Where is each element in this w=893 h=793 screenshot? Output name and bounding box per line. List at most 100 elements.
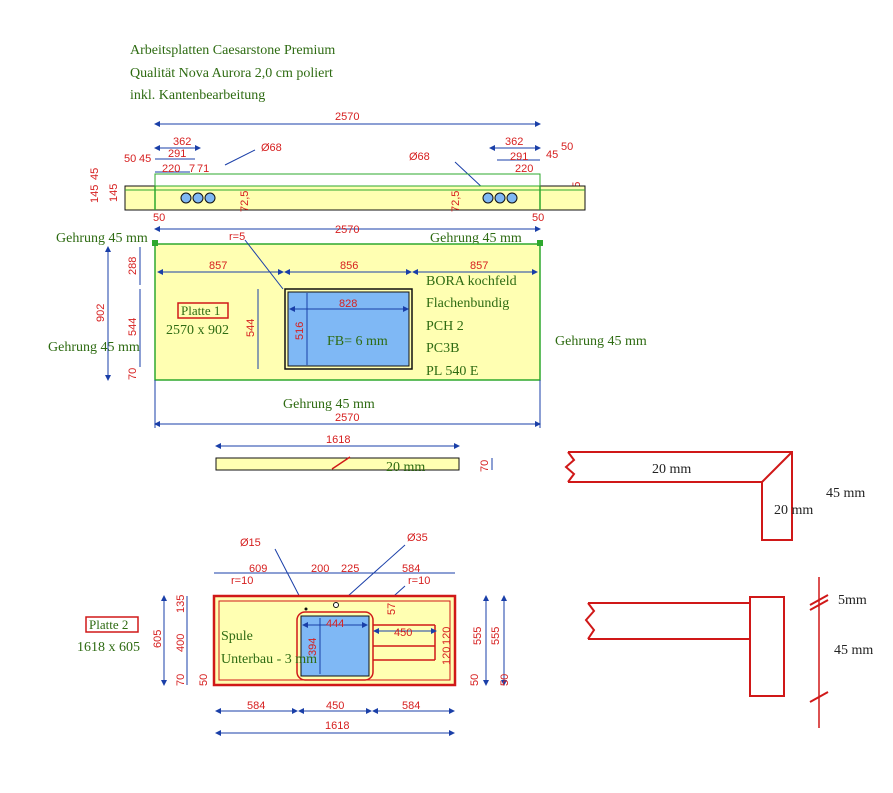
strip-dim-bottom50-left: 50 — [153, 212, 165, 224]
profile2-label-45: 45 mm — [834, 643, 873, 658]
p1-dim-288: 288 — [127, 257, 139, 275]
gehrung-bottom: Gehrung 45 mm — [283, 397, 375, 412]
strip-dim-l71: 71 — [197, 163, 209, 175]
spule-label: Spule — [221, 629, 253, 644]
p1-fb: FB= 6 mm — [327, 334, 388, 349]
strip-dim-bottom50-right: 50 — [532, 212, 544, 224]
platte-1-label: Platte 1 — [181, 303, 220, 318]
profile2-label-5: 5mm — [838, 593, 867, 608]
platte-2-label-box — [85, 616, 139, 633]
hole-right-3 — [506, 192, 518, 204]
platte-2-label: Platte 2 — [89, 617, 128, 632]
p1-dim-70: 70 — [127, 368, 139, 380]
p2-dim-t584: 584 — [402, 563, 420, 575]
bora-line-1: BORA kochfeld — [426, 274, 517, 289]
strip-dim-l291: 291 — [168, 148, 186, 160]
header-line-1: Arbeitsplatten Caesarstone Premium — [130, 43, 335, 58]
strip-dim-l7: 7 — [189, 163, 195, 175]
p2-dim-l400: 400 — [175, 634, 187, 652]
p2-dim-b584b: 584 — [402, 700, 420, 712]
blende-drawing: 1618 20 mm 70 — [215, 434, 493, 475]
strip-dim-l50: 50 — [124, 153, 136, 165]
profile1-side-label: 20 mm — [774, 503, 813, 518]
p2-dim-b1618: 1618 — [325, 720, 349, 732]
header-line-2: Qualität Nova Aurora 2,0 cm poliert — [130, 66, 333, 81]
p2-dim-r555b: 555 — [490, 627, 502, 645]
p2-dim-l50: 50 — [198, 674, 210, 686]
profile-2-drawing: 5mm 45 mm — [584, 577, 873, 728]
unterbau-label: Unterbau - 3 mm — [221, 652, 317, 667]
strip-dim-hole-left: Ø68 — [261, 142, 282, 154]
p2-dim-r50b: 50 — [499, 674, 511, 686]
strip-dim-left-45: 45 — [89, 168, 101, 180]
blende-end-dim: 70 — [479, 460, 491, 472]
strip-dim-l220: 220 — [162, 163, 180, 175]
p2-dim-r10b: r=10 — [408, 575, 430, 587]
hole-left-3 — [204, 192, 216, 204]
strip-dim-r291: 291 — [510, 151, 528, 163]
p2-dim-444: 444 — [326, 618, 344, 630]
p2-dim-120b: 120 — [441, 647, 453, 665]
p2-dim-t609: 609 — [249, 563, 267, 575]
hole-right-2 — [494, 192, 506, 204]
p2-dim-l135: 135 — [175, 595, 187, 613]
strip-dim-r220: 220 — [515, 163, 533, 175]
profile2-block — [749, 596, 785, 697]
header-line-3: inkl. Kantenbearbeitung — [130, 88, 265, 103]
strip-dim-l45: 45 — [139, 153, 151, 165]
p1-dim-544a: 544 — [127, 318, 139, 336]
blende-length: 1618 — [326, 434, 350, 446]
p2-dim-r50: 50 — [469, 674, 481, 686]
gehrung-left: Gehrung 45 mm — [48, 340, 140, 355]
p1-dim-516: 516 — [294, 322, 306, 340]
p2-dim-b584a: 584 — [247, 700, 265, 712]
p2-dim-d35: Ø35 — [407, 532, 428, 544]
strip-dim-r362: 362 — [505, 136, 523, 148]
p2-dim-l605: 605 — [152, 630, 164, 648]
strip-dim-bottom-total: 2570 — [335, 224, 359, 236]
p2-dim-394: 394 — [307, 638, 319, 656]
bora-line-3: PCH 2 — [426, 319, 464, 334]
p2-dim-r555a: 555 — [472, 627, 484, 645]
p1-dim-857b: 857 — [470, 260, 488, 272]
platte-1-label-box — [177, 302, 229, 319]
p1-dim-902: 902 — [95, 304, 107, 322]
p2-dim-d15: Ø15 — [240, 537, 261, 549]
platte-2-size: 1618 x 605 — [77, 640, 140, 655]
hole-left-2 — [192, 192, 204, 204]
p1-dim-857a: 857 — [209, 260, 227, 272]
bora-line-5: PL 540 E — [426, 364, 478, 379]
strip-view: 2570 362 291 50 45 220 7 71 Ø68 362 291 … — [89, 111, 586, 236]
profile1-top-label: 20 mm — [652, 462, 691, 477]
p2-dim-b450: 450 — [326, 700, 344, 712]
p1-dim-544b: 544 — [245, 319, 257, 337]
p2-dim-l70: 70 — [175, 674, 187, 686]
strip-dim-left-145b: 145 — [108, 184, 120, 202]
hole-right-1 — [482, 192, 494, 204]
p2-dim-r10a: r=10 — [231, 575, 253, 587]
p1-dim-856: 856 — [340, 260, 358, 272]
platte-1-size: 2570 x 902 — [166, 323, 229, 338]
strip-dim-h725-right: 72,5 — [450, 191, 462, 212]
p2-dim-450r: 450 — [394, 627, 412, 639]
blende-thickness: 20 mm — [386, 460, 425, 475]
p2-dim-t225: 225 — [341, 563, 359, 575]
p1-dim-r5: r=5 — [229, 231, 245, 243]
gehrung-top-left: Gehrung 45 mm — [56, 231, 148, 246]
gehrung-right: Gehrung 45 mm — [555, 334, 647, 349]
p1-dim-828: 828 — [339, 298, 357, 310]
gehrung-top-right: Gehrung 45 mm — [430, 231, 522, 246]
p2-dim-120: 120 — [441, 627, 453, 645]
bora-line-4: PC3B — [426, 341, 459, 356]
p1-dim-bottom-total: 2570 — [335, 412, 359, 424]
strip-dim-l362: 362 — [173, 136, 191, 148]
strip-dim-total: 2570 — [335, 111, 359, 123]
hole-left-1 — [180, 192, 192, 204]
strip-dim-r50: 50 — [561, 141, 573, 153]
strip-dim-h725-left: 72,5 — [239, 191, 251, 212]
strip-dim-hole-right: Ø68 — [409, 151, 430, 163]
strip-dim-r45: 45 — [546, 149, 558, 161]
platte-1-drawing: Gehrung 45 mm Gehrung 45 mm 902 288 544 … — [48, 231, 647, 428]
bora-line-2: Flachenbundig — [426, 296, 509, 311]
